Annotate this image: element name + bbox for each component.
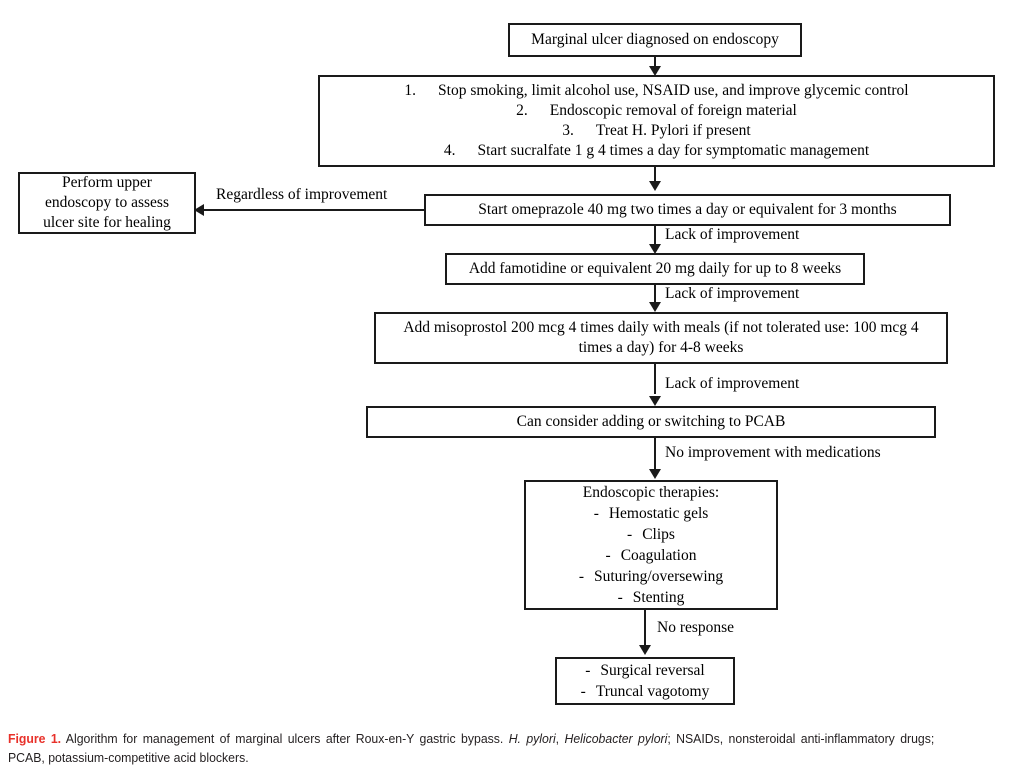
connector-steps-to-omeprazole [654,167,656,183]
figure-caption: Figure 1. Algorithm for management of ma… [8,729,934,767]
edge-label-lack-2: Lack of improvement [665,285,800,302]
endoscopic-therapy-item: -Coagulation [606,545,697,566]
bullet-dash: - [578,568,584,586]
node-endoscopic-therapies: Endoscopic therapies: -Hemostatic gels -… [524,480,778,610]
node-diagnosis-text: Marginal ulcer diagnosed on endoscopy [531,31,779,49]
node-famotidine: Add famotidine or equivalent 20 mg daily… [445,253,865,285]
node-omeprazole-text: Start omeprazole 40 mg two times a day o… [478,201,897,219]
initial-step-row: 2. Endoscopic removal of foreign material [516,101,797,121]
connector-famotidine-to-misoprostol [654,285,656,304]
node-diagnosis: Marginal ulcer diagnosed on endoscopy [508,23,802,57]
initial-step-row: 3. Treat H. Pylori if present [562,121,750,141]
endoscopic-therapy-text: Suturing/oversewing [594,568,724,586]
edge-label-no-improvement-meds: No improvement with medications [665,444,881,461]
arrowhead-steps-to-omeprazole [649,181,661,191]
node-surgical-options: -Surgical reversal -Truncal vagotomy [555,657,735,705]
figure-caption-label: Figure 1. [8,731,62,746]
arrowhead-misoprostol-to-pcab [649,396,661,406]
connector-misoprostol-to-pcab [654,364,656,394]
bullet-dash: - [605,547,611,564]
endoscopic-therapy-text: Coagulation [620,547,697,564]
endoscopic-therapy-text: Hemostatic gels [608,504,709,522]
figure-caption-part1: Algorithm for management of marginal ulc… [61,731,509,746]
bullet-dash: - [580,683,586,700]
node-endoscopy-assess-line: endoscopy to assess [45,193,169,211]
node-omeprazole: Start omeprazole 40 mg two times a day o… [424,194,951,226]
initial-step-number: 1. [404,82,417,100]
initial-step-text: Stop smoking, limit alcohol use, NSAID u… [438,82,909,100]
connector-pcab-to-endoscopic [654,438,656,470]
endoscopic-therapy-item: -Clips [627,524,675,545]
surgical-option-item: -Truncal vagotomy [581,681,710,702]
surgical-option-item: -Surgical reversal [585,660,704,681]
node-endoscopy-assess-line: Perform upper [62,173,152,191]
endoscopic-therapy-text: Clips [642,525,675,543]
figure-caption-part3: ; NSAIDs, nonsteroidal anti-inflammatory… [8,731,935,766]
endoscopic-therapies-heading: Endoscopic therapies: [582,483,720,501]
initial-step-row: 4. Start sucralfate 1 g 4 times a day for… [444,141,869,161]
arrowhead-diagnosis-to-steps [649,66,661,76]
node-famotidine-text: Add famotidine or equivalent 20 mg daily… [468,260,842,278]
node-misoprostol: Add misoprostol 200 mcg 4 times daily wi… [374,312,948,364]
edge-label-lack-1: Lack of improvement [665,226,800,243]
arrowhead-pcab-to-endoscopic [649,469,661,479]
node-initial-steps: 1. Stop smoking, limit alcohol use, NSAID… [318,75,995,167]
surgical-option-text: Surgical reversal [600,661,705,679]
figure-caption-part2: , [555,731,565,746]
surgical-option-text: Truncal vagotomy [595,683,710,700]
endoscopic-therapy-item: -Suturing/oversewing [579,566,723,587]
node-misoprostol-line: times a day) for 4-8 weeks [578,339,744,356]
connector-omeprazole-to-endoscopy [204,209,424,211]
figure-caption-italic-2: Helicobacter pylori [564,731,668,746]
arrowhead-famotidine-to-misoprostol [649,302,661,312]
initial-step-number: 2. [516,102,528,120]
initial-step-text: Start sucralfate 1 g 4 times a day for s… [477,141,870,159]
connector-omeprazole-to-famotidine [654,226,656,246]
endoscopic-therapy-text: Stenting [632,589,685,607]
connector-diagnosis-to-steps [654,57,656,69]
initial-step-text: Endoscopic removal of foreign material [549,102,797,120]
edge-label-lack-3: Lack of improvement [665,375,800,392]
node-pcab-text: Can consider adding or switching to PCAB [516,413,786,431]
endoscopic-therapy-item: -Hemostatic gels [594,503,709,524]
arrowhead-omeprazole-to-endoscopy [194,204,204,216]
node-pcab: Can consider adding or switching to PCAB [366,406,936,438]
connector-endoscopic-to-surgical [644,610,646,646]
node-endoscopy-assess: Perform upper endoscopy to assess ulcer … [18,172,196,234]
initial-step-row: 1. Stop smoking, limit alcohol use, NSAID… [404,81,908,101]
bullet-dash: - [593,504,599,522]
arrowhead-endoscopic-to-surgical [639,645,651,655]
edge-label-no-response: No response [657,619,735,636]
bullet-dash: - [585,661,591,679]
initial-step-text: Treat H. Pylori if present [595,122,751,139]
initial-step-number: 4. [443,141,456,159]
bullet-dash: - [617,589,623,607]
bullet-dash: - [627,525,633,543]
node-endoscopy-assess-line: ulcer site for healing [43,214,171,232]
node-misoprostol-line: Add misoprostol 200 mcg 4 times daily wi… [403,319,919,337]
endoscopic-therapy-item: -Stenting [618,587,685,608]
arrowhead-omeprazole-to-famotidine [649,244,661,254]
figure-caption-italic-1: H. pylori [508,731,556,746]
edge-label-regardless: Regardless of improvement [216,186,388,203]
initial-step-number: 3. [562,122,574,139]
